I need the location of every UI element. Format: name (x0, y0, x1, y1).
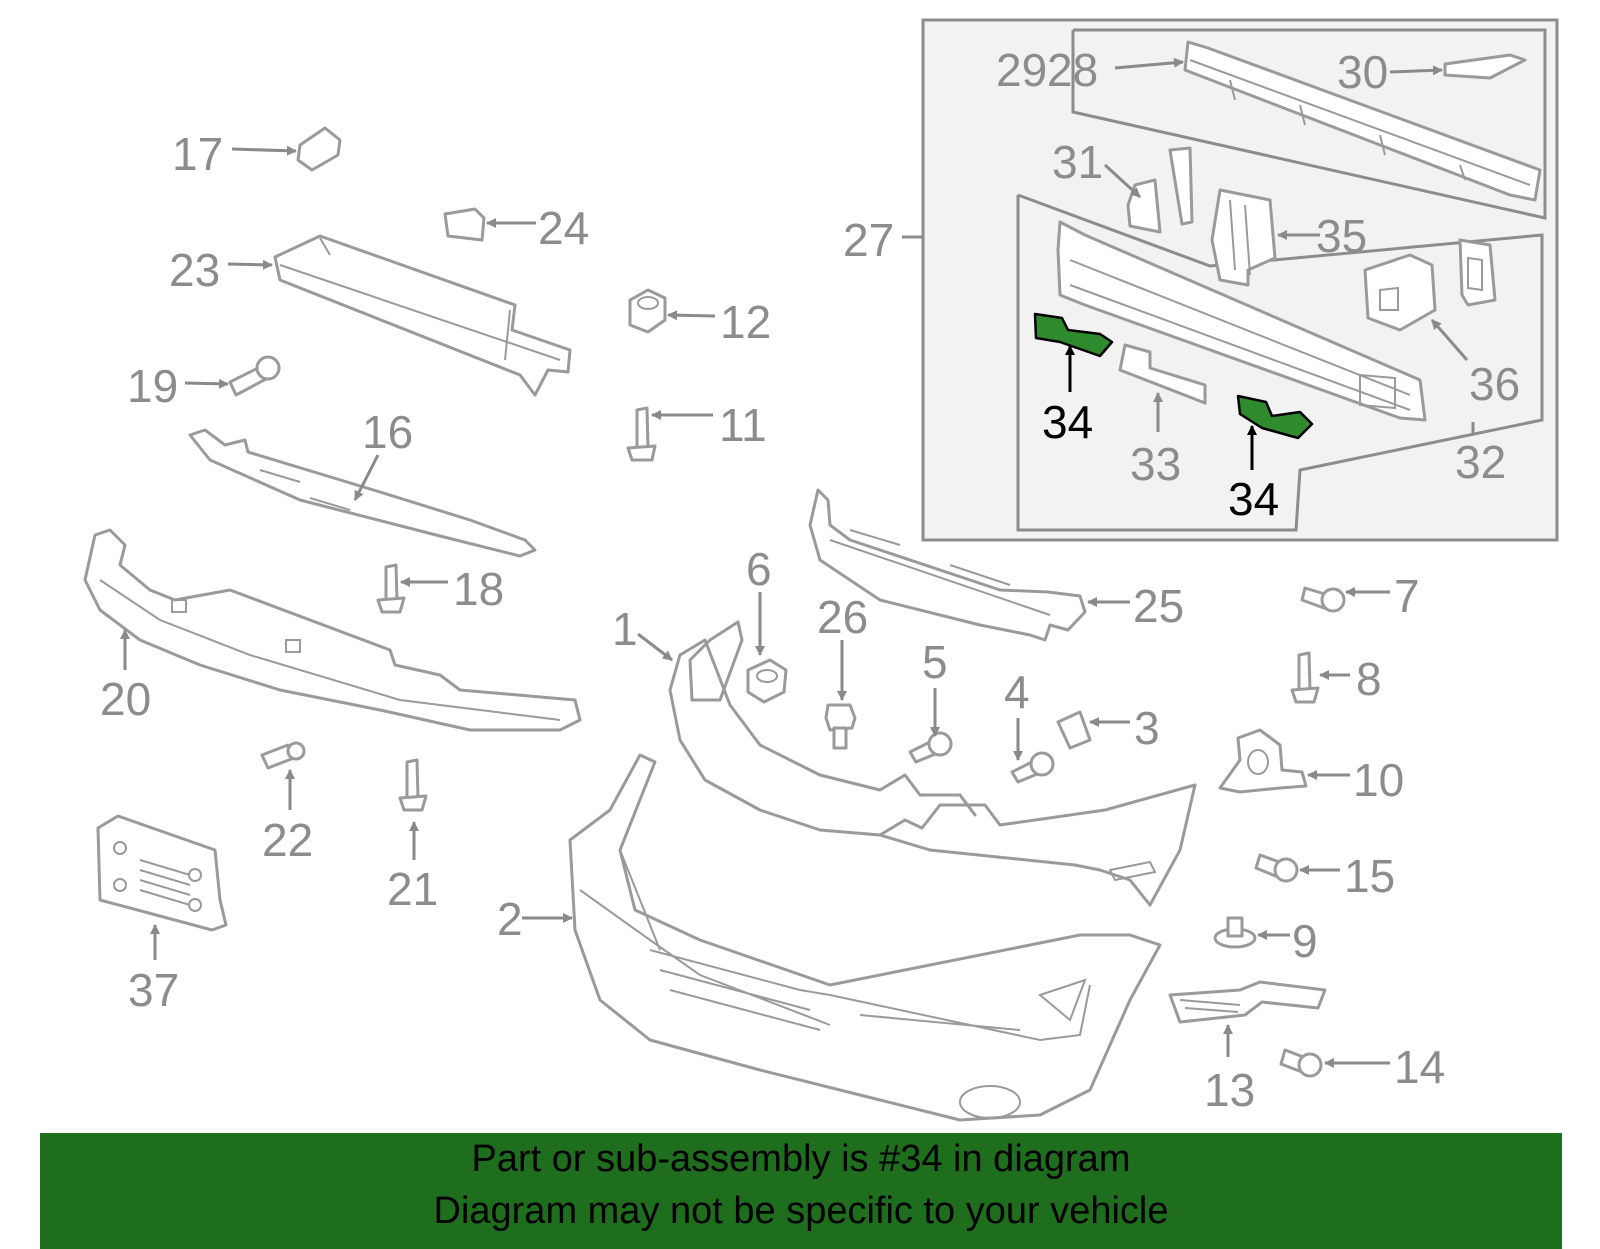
callout-32: 32 (1455, 436, 1506, 488)
callout-25: 25 (1133, 580, 1184, 632)
screw-5 (908, 731, 953, 764)
nut-12 (628, 288, 667, 334)
callout-20: 20 (100, 673, 151, 725)
nut-6 (746, 658, 788, 704)
callout-7: 7 (1394, 570, 1420, 622)
callout-37: 37 (128, 964, 179, 1016)
callout-1: 1 (612, 603, 638, 655)
callout-23: 23 (169, 244, 220, 296)
callout-28: 28 (1047, 44, 1098, 96)
callout-16: 16 (362, 406, 413, 458)
callout-9: 9 (1292, 915, 1318, 967)
banner-line-2: Diagram may not be specific to your vehi… (433, 1190, 1169, 1232)
callout-24: 24 (538, 202, 589, 254)
callout-14: 14 (1394, 1041, 1445, 1093)
screw-4 (1010, 751, 1055, 784)
bumper-cover-2 (568, 753, 1162, 1122)
bumper-beam-32 (1056, 220, 1427, 422)
clip-26 (824, 703, 857, 750)
bolt-18 (376, 563, 406, 614)
callout-6: 6 (746, 543, 772, 595)
callout-30: 30 (1337, 46, 1388, 98)
banner-line-1: Part or sub-assembly is #34 in diagram (471, 1138, 1131, 1180)
callout-4: 4 (1004, 666, 1030, 718)
callout-3: 3 (1134, 702, 1160, 754)
screw-14 (1279, 1048, 1323, 1078)
pad-24 (443, 207, 486, 242)
callout-27: 27 (843, 214, 894, 266)
callout-15: 15 (1344, 850, 1395, 902)
bracket-30 (1443, 53, 1527, 80)
bolt-11 (626, 406, 657, 462)
clip-17 (296, 126, 342, 172)
screw-15 (1254, 853, 1299, 883)
callout-26: 26 (817, 591, 868, 643)
callout-36: 36 (1469, 358, 1520, 410)
callout-2: 2 (497, 893, 523, 945)
screw-19 (228, 355, 281, 397)
info-banner: Part or sub-assembly is #34 in diagram D… (40, 1133, 1562, 1249)
callout-5: 5 (922, 636, 948, 688)
callout-8: 8 (1356, 653, 1382, 705)
license-bracket-37 (96, 814, 228, 932)
callout-13: 13 (1204, 1064, 1255, 1116)
bracket-13 (1168, 980, 1327, 1024)
callout-31: 31 (1052, 136, 1103, 188)
callout-22: 22 (262, 814, 313, 866)
bracket-10 (1218, 728, 1308, 794)
bolt-21 (398, 758, 428, 812)
callout-17: 17 (172, 128, 223, 180)
bolt-8 (1290, 651, 1320, 704)
part-34-right (1236, 394, 1314, 440)
callout-12: 12 (720, 296, 771, 348)
callout-11: 11 (719, 399, 767, 451)
callout-29: 29 (996, 44, 1047, 96)
callout-34-left: 34 (1042, 396, 1093, 448)
clip-9 (1213, 916, 1257, 949)
callout-18: 18 (453, 563, 504, 615)
pad-3 (1056, 710, 1092, 750)
absorber-33 (1118, 343, 1207, 405)
energy-absorber-25 (808, 488, 1087, 642)
bracket-35 (1210, 188, 1277, 287)
part-34-left (1033, 312, 1114, 358)
upper-reinforcement-28 (1183, 40, 1542, 202)
upper-cover-1 (668, 620, 1197, 907)
bracket-36 (1363, 238, 1497, 332)
pin-22 (260, 741, 306, 770)
callout-34-right: 34 (1228, 473, 1279, 525)
absorber-23 (273, 234, 572, 397)
lower-cover-20 (83, 528, 582, 732)
callout-33: 33 (1130, 438, 1181, 490)
callout-10: 10 (1353, 754, 1404, 806)
callout-labels: 29 28 30 31 27 35 36 33 32 34 34 17 24 2… (100, 44, 1520, 1116)
leader-lines (120, 57, 1475, 1068)
callout-35: 35 (1316, 210, 1367, 262)
callout-21: 21 (387, 863, 438, 915)
screw-7 (1300, 586, 1346, 613)
callout-19: 19 (127, 360, 178, 412)
